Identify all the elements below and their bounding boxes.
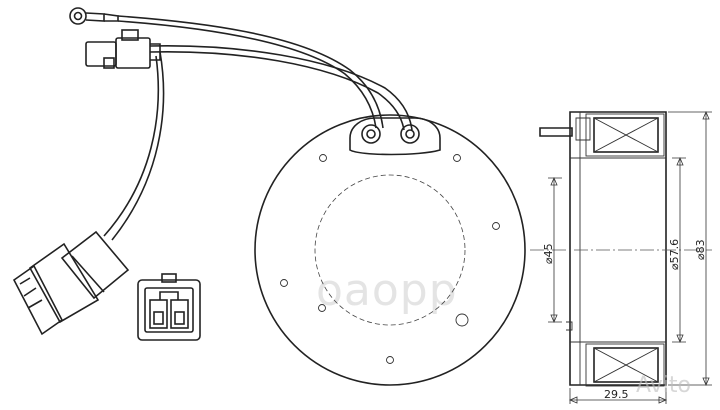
dim-label-d83: ⌀83: [694, 239, 707, 260]
dim-label-width: 29.5: [604, 388, 629, 401]
dim-label-d45: ⌀45: [542, 243, 555, 264]
ring-terminal: [69, 7, 119, 25]
avito-watermark: Avito: [636, 373, 691, 398]
coil-section-view: [530, 111, 712, 387]
dim-label-d57-6: ⌀57.6: [668, 239, 681, 270]
small-connector: [85, 29, 161, 69]
wire-harness: [12, 7, 413, 341]
dimension-lines: [548, 110, 712, 404]
large-connector: [12, 230, 130, 336]
connector-face-view: [137, 273, 201, 341]
brand-watermark: оаорр: [316, 265, 458, 316]
coil-front-view: [254, 114, 526, 386]
